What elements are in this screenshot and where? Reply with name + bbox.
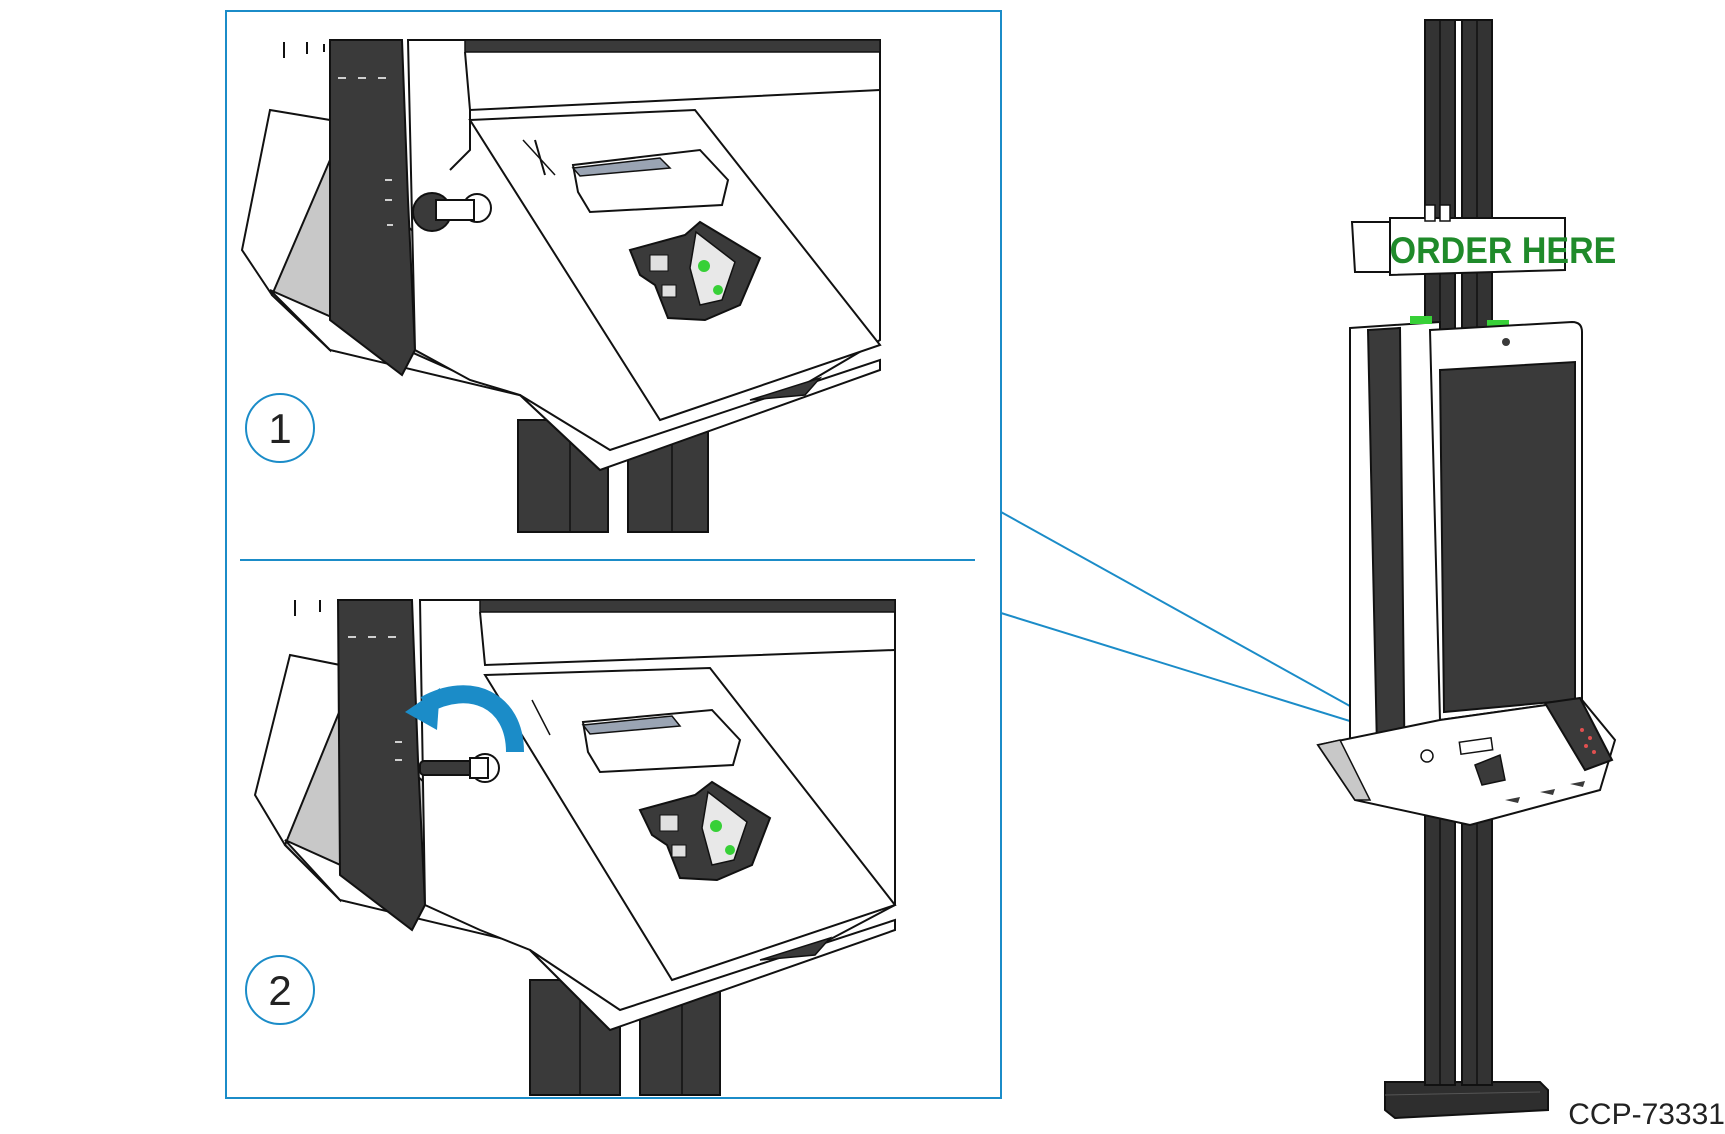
step-1-badge: 1	[245, 393, 315, 463]
figure-id: CCP-73331	[1568, 1098, 1725, 1131]
callout-line-bottom	[1000, 612, 1412, 741]
step-2-number: 2	[268, 967, 291, 1014]
order-here-sign-text: ORDER HERE	[1390, 229, 1617, 271]
callout-frame	[225, 10, 1002, 1099]
step-2-closeup	[253, 599, 897, 1096]
step-1-number: 1	[268, 405, 291, 452]
turn-arrow	[420, 685, 524, 753]
step-2-badge: 2	[245, 955, 315, 1025]
turn-arrow-head	[405, 688, 440, 730]
callout-line-top	[1000, 511, 1412, 741]
kiosk-overview: ORDER HERE	[1316, 19, 1617, 1120]
step-1-closeup	[240, 39, 882, 533]
